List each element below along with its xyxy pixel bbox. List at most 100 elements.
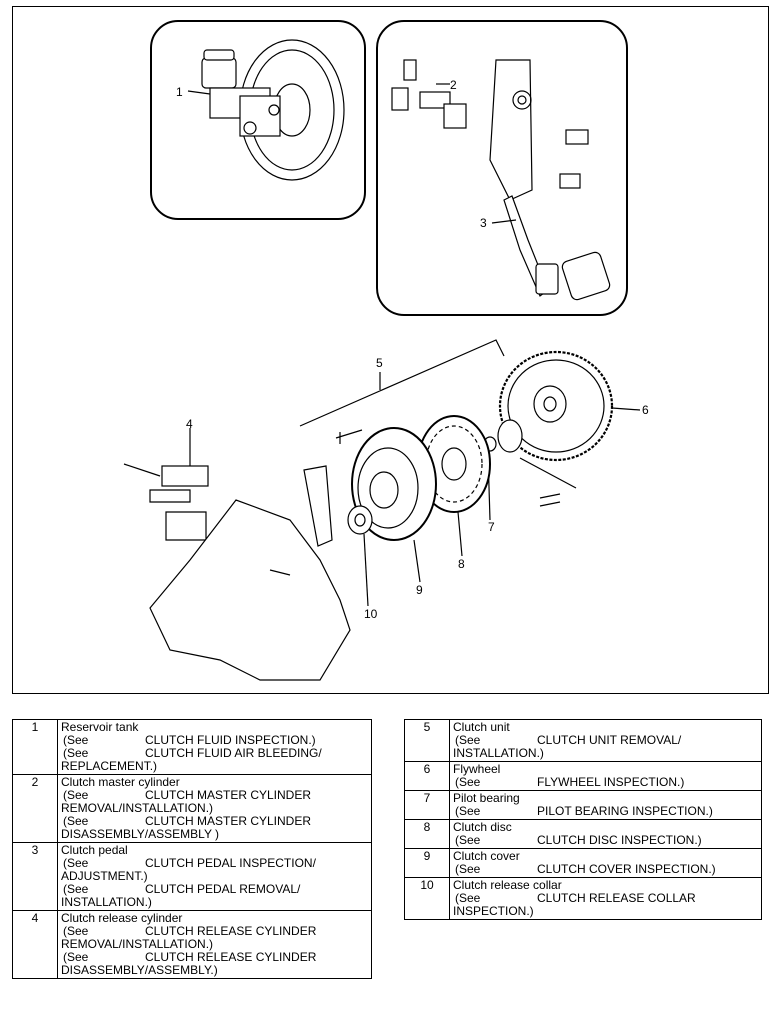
reference-see: (See xyxy=(63,950,89,964)
reference-line: (See CLUTCH PEDAL REMOVAL/ xyxy=(61,883,368,896)
reference-see: (See xyxy=(455,804,481,818)
reference-line: (See CLUTCH RELEASE CYLINDER xyxy=(61,925,368,938)
reference-line: (See CLUTCH DISC INSPECTION.) xyxy=(453,834,758,847)
leader-1 xyxy=(187,90,211,95)
reference-line: (See PILOT BEARING INSPECTION.) xyxy=(453,805,758,818)
leader-5-bracket xyxy=(299,339,505,427)
item-name: Clutch pedal xyxy=(61,843,128,857)
reference-link[interactable]: CLUTCH DISC INSPECTION.) xyxy=(537,833,702,847)
clutch-pedal-drawing xyxy=(489,59,611,301)
item-name: Flywheel xyxy=(453,762,501,776)
callout-4: 4 xyxy=(186,417,193,431)
reference-link[interactable]: CLUTCH PEDAL REMOVAL/ xyxy=(145,882,301,896)
item-description: Clutch unit(See CLUTCH UNIT REMOVAL/INSTA… xyxy=(449,719,762,762)
exploded-view-illustration xyxy=(123,39,641,681)
item-name: Clutch release collar xyxy=(453,878,562,892)
item-number: 9 xyxy=(404,848,450,878)
callout-7: 7 xyxy=(488,520,495,534)
item-description: Clutch release collar(See CLUTCH RELEASE … xyxy=(449,877,762,920)
item-name: Clutch cover xyxy=(453,849,520,863)
reference-link[interactable]: CLUTCH COVER INSPECTION.) xyxy=(537,862,716,876)
reference-see: (See xyxy=(63,882,89,896)
callout-6: 6 xyxy=(642,403,649,417)
reference-continuation[interactable]: INSTALLATION.) xyxy=(61,895,152,909)
item-number: 6 xyxy=(404,761,450,791)
item-description: Clutch disc(See CLUTCH DISC INSPECTION.) xyxy=(449,819,762,849)
leader-6 xyxy=(611,407,641,411)
reference-link[interactable]: PILOT BEARING INSPECTION.) xyxy=(537,804,713,818)
master-cylinder-drawing xyxy=(391,59,467,129)
reference-see: (See xyxy=(455,775,481,789)
item-description: Pilot bearing(See PILOT BEARING INSPECTIO… xyxy=(449,790,762,820)
reference-continuation[interactable]: DISASSEMBLY/ASSEMBLY ) xyxy=(61,827,220,841)
reference-continuation[interactable]: INSPECTION.) xyxy=(453,904,534,918)
reference-see: (See xyxy=(63,746,89,760)
leader-9 xyxy=(413,539,421,583)
reference-see: (See xyxy=(455,891,481,905)
item-name: Clutch unit xyxy=(453,720,510,734)
leader-8 xyxy=(457,511,463,557)
reference-link[interactable]: CLUTCH RELEASE COLLAR xyxy=(537,891,696,905)
pilot-bearing-drawing xyxy=(483,419,577,507)
item-number: 5 xyxy=(404,719,450,762)
reference-link[interactable]: FLYWHEEL INSPECTION.) xyxy=(537,775,685,789)
reference-link[interactable]: CLUTCH RELEASE CYLINDER xyxy=(145,924,317,938)
reference-link[interactable]: CLUTCH FLUID INSPECTION.) xyxy=(145,733,316,747)
reference-link[interactable]: CLUTCH MASTER CYLINDER xyxy=(145,814,312,828)
brake-booster xyxy=(239,39,345,181)
item-name: Clutch disc xyxy=(453,820,512,834)
reference-continuation[interactable]: REMOVAL/INSTALLATION.) xyxy=(61,937,214,951)
reference-line: (See CLUTCH UNIT REMOVAL/ xyxy=(453,734,758,747)
reference-line: (See CLUTCH FLUID AIR BLEEDING/ xyxy=(61,747,368,760)
release-collar-drawing xyxy=(347,505,373,535)
item-name: Pilot bearing xyxy=(453,791,520,805)
reference-see: (See xyxy=(455,833,481,847)
reference-link[interactable]: CLUTCH MASTER CYLINDER xyxy=(145,788,312,802)
reference-see: (See xyxy=(63,814,89,828)
reference-continuation[interactable]: INSTALLATION.) xyxy=(453,746,544,760)
callout-8: 8 xyxy=(458,557,465,571)
reference-see: (See xyxy=(455,733,481,747)
reference-continuation[interactable]: REPLACEMENT.) xyxy=(61,759,158,773)
reference-see: (See xyxy=(63,788,89,802)
item-number: 3 xyxy=(12,842,58,911)
reference-line: (See CLUTCH MASTER CYLINDER xyxy=(61,789,368,802)
callout-1: 1 xyxy=(176,85,183,99)
reference-continuation[interactable]: ADJUSTMENT.) xyxy=(61,869,148,883)
cover-bolt-drawing xyxy=(335,429,363,444)
reference-continuation[interactable]: DISASSEMBLY/ASSEMBLY.) xyxy=(61,963,218,977)
flywheel-drawing xyxy=(498,350,614,462)
clutch-cover-drawing xyxy=(351,427,437,541)
reservoir-tank-drawing xyxy=(201,49,281,137)
item-number: 7 xyxy=(404,790,450,820)
reference-link[interactable]: CLUTCH FLUID AIR BLEEDING/ xyxy=(145,746,322,760)
callout-10: 10 xyxy=(364,607,378,621)
item-number: 1 xyxy=(12,719,58,775)
transmission-case-drawing xyxy=(149,499,351,681)
leader-3 xyxy=(491,219,517,224)
reference-link[interactable]: CLUTCH PEDAL INSPECTION/ xyxy=(145,856,316,870)
reference-continuation[interactable]: REMOVAL/INSTALLATION.) xyxy=(61,801,214,815)
reference-link[interactable]: CLUTCH RELEASE CYLINDER xyxy=(145,950,317,964)
reference-see: (See xyxy=(63,924,89,938)
reference-link[interactable]: CLUTCH UNIT REMOVAL/ xyxy=(537,733,682,747)
reference-line: (See CLUTCH RELEASE CYLINDER xyxy=(61,951,368,964)
